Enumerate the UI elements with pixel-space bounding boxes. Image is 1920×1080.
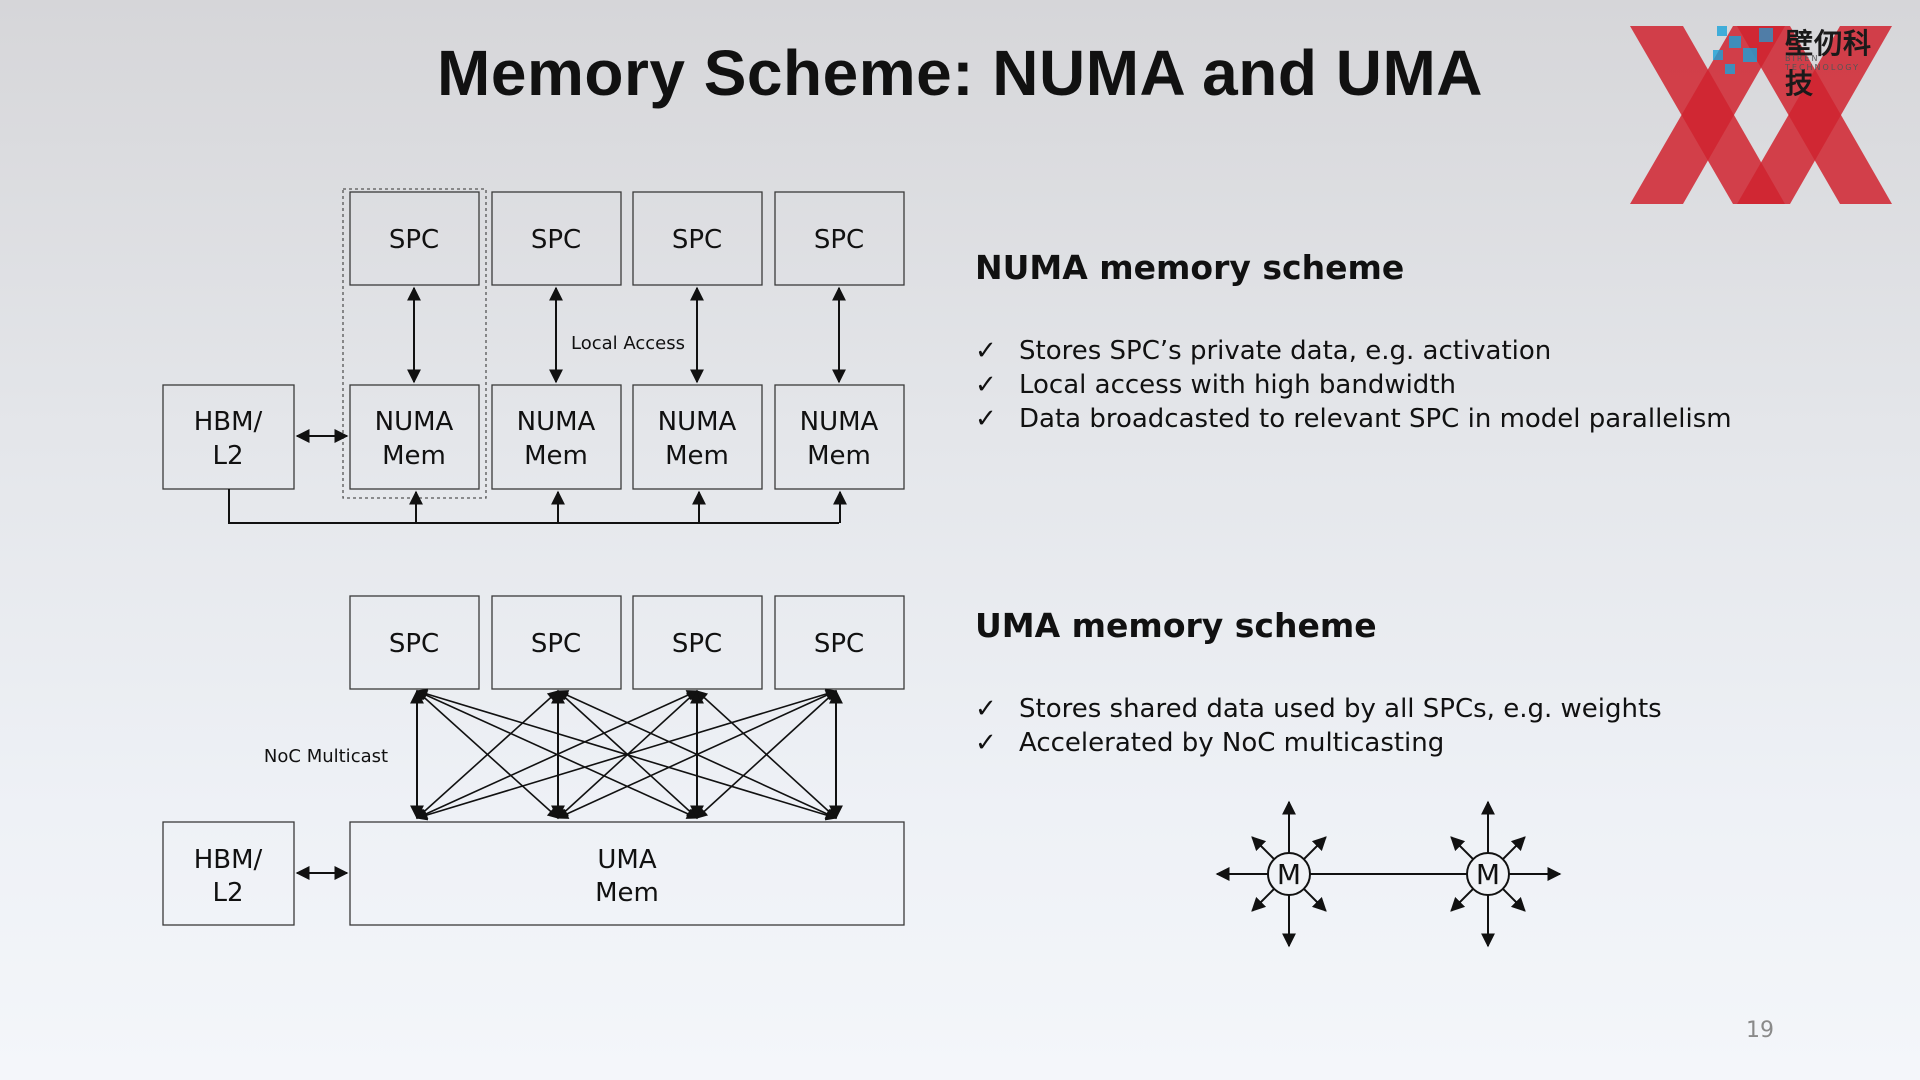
numa-check-text-1: Stores SPC’s private data, e.g. activati… <box>1019 336 1552 366</box>
uma-check-text-1: Stores shared data used by all SPCs, e.g… <box>1019 694 1662 724</box>
node-1-label: M <box>1277 858 1301 891</box>
uma-checklist: ✓ Stores shared data used by all SPCs, e.… <box>975 692 1662 760</box>
uma-mem-box <box>349 821 905 926</box>
page-number: 19 <box>1746 1018 1774 1043</box>
numa-mem-label-3a: NUMA <box>658 407 737 437</box>
numa-check-item-1: ✓ Stores SPC’s private data, e.g. activat… <box>975 334 1732 368</box>
multicast-direction-arrow <box>1450 888 1474 912</box>
node-1-arrows <box>1215 800 1327 948</box>
node-2-arrows <box>1450 800 1562 948</box>
uma-mem-label-a: UMA <box>597 845 656 875</box>
numa-hbm-label-b: L2 <box>212 441 243 471</box>
numa-spc-label-4: SPC <box>814 225 864 255</box>
uma-spc-box-1 <box>349 595 480 690</box>
numa-checklist: ✓ Stores SPC’s private data, e.g. activat… <box>975 334 1732 436</box>
uma-diagram: SPC SPC SPC SPC UMA Mem HBM/ L2 NoC Mult… <box>162 595 905 926</box>
multicast-link <box>696 690 837 819</box>
multicast-direction-arrow <box>1251 836 1275 860</box>
uma-hbm-box <box>162 821 295 926</box>
slide-title: Memory Scheme: NUMA and UMA <box>437 37 1483 109</box>
multicast-direction-arrow <box>1303 888 1327 912</box>
numa-heading: NUMA memory scheme <box>975 248 1405 287</box>
numa-mem-box-3 <box>632 384 763 490</box>
check-icon: ✓ <box>975 336 997 366</box>
numa-spc-box-1 <box>349 191 480 286</box>
noc-multicast-mesh <box>410 688 843 821</box>
noc-multicast-illustration: M M <box>1215 800 1562 948</box>
numa-spc-label-1: SPC <box>389 225 439 255</box>
company-logo: 壁仞科技 BIREN TECHNOLOGY <box>1625 20 1897 210</box>
numa-check-text-3: Data broadcasted to relevant SPC in mode… <box>1019 404 1732 434</box>
logo-subtitle: BIREN TECHNOLOGY <box>1785 54 1860 72</box>
local-access-label: Local Access <box>571 333 685 354</box>
check-icon: ✓ <box>975 694 997 724</box>
uma-mem-label-b: Mem <box>595 878 659 908</box>
check-icon: ✓ <box>975 370 997 400</box>
numa-spc-box-3 <box>632 191 763 286</box>
numa-mem-label-4b: Mem <box>807 441 871 471</box>
numa-mem-box-2 <box>491 384 622 490</box>
noc-multicast-label: NoC Multicast <box>264 746 388 767</box>
multicast-direction-arrow <box>1251 888 1275 912</box>
multicast-direction-arrow <box>1303 836 1327 860</box>
multicast-direction-arrow <box>1450 836 1474 860</box>
numa-mem-label-1a: NUMA <box>375 407 454 437</box>
numa-bus-line <box>228 489 839 524</box>
numa-mem-box-4 <box>774 384 905 490</box>
numa-mem-label-3b: Mem <box>665 441 729 471</box>
uma-check-item-2: ✓ Accelerated by NoC multicasting <box>975 726 1662 760</box>
check-icon: ✓ <box>975 728 997 758</box>
uma-hbm-label-a: HBM/ <box>194 845 263 875</box>
numa-check-item-2: ✓ Local access with high bandwidth <box>975 368 1732 402</box>
numa-mem-label-2a: NUMA <box>517 407 596 437</box>
node-1-circle <box>1267 852 1311 896</box>
uma-hbm-label-b: L2 <box>212 878 243 908</box>
numa-spc-label-2: SPC <box>531 225 581 255</box>
uma-spc-box-4 <box>774 595 905 690</box>
numa-check-text-2: Local access with high bandwidth <box>1019 370 1456 400</box>
multicast-direction-arrow <box>1502 836 1526 860</box>
numa-mem-box-1 <box>349 384 480 490</box>
numa-mem-label-4a: NUMA <box>800 407 879 437</box>
logo-name: 壁仞科技 <box>1785 27 1873 100</box>
uma-check-text-2: Accelerated by NoC multicasting <box>1019 728 1445 758</box>
check-icon: ✓ <box>975 404 997 434</box>
numa-spc-box-4 <box>774 191 905 286</box>
logo-x-mark <box>1630 26 1892 204</box>
uma-spc-label-2: SPC <box>531 629 581 659</box>
numa-mem-label-1b: Mem <box>382 441 446 471</box>
numa-hbm-box <box>162 384 295 490</box>
uma-heading: UMA memory scheme <box>975 606 1377 645</box>
numa-spc-box-2 <box>491 191 622 286</box>
uma-spc-label-4: SPC <box>814 629 864 659</box>
node-2-circle <box>1466 852 1510 896</box>
uma-spc-label-1: SPC <box>389 629 439 659</box>
numa-hbm-label-a: HBM/ <box>194 407 263 437</box>
uma-check-item-1: ✓ Stores shared data used by all SPCs, e.… <box>975 692 1662 726</box>
multicast-direction-arrow <box>1502 888 1526 912</box>
numa-spc-label-3: SPC <box>672 225 722 255</box>
numa-check-item-3: ✓ Data broadcasted to relevant SPC in mod… <box>975 402 1732 436</box>
numa-mem-label-2b: Mem <box>524 441 588 471</box>
uma-spc-label-3: SPC <box>672 629 722 659</box>
numa-diagram: SPC SPC SPC SPC NUMA Mem NUMA Mem NUMA M… <box>162 188 905 524</box>
node-2-label: M <box>1476 858 1500 891</box>
